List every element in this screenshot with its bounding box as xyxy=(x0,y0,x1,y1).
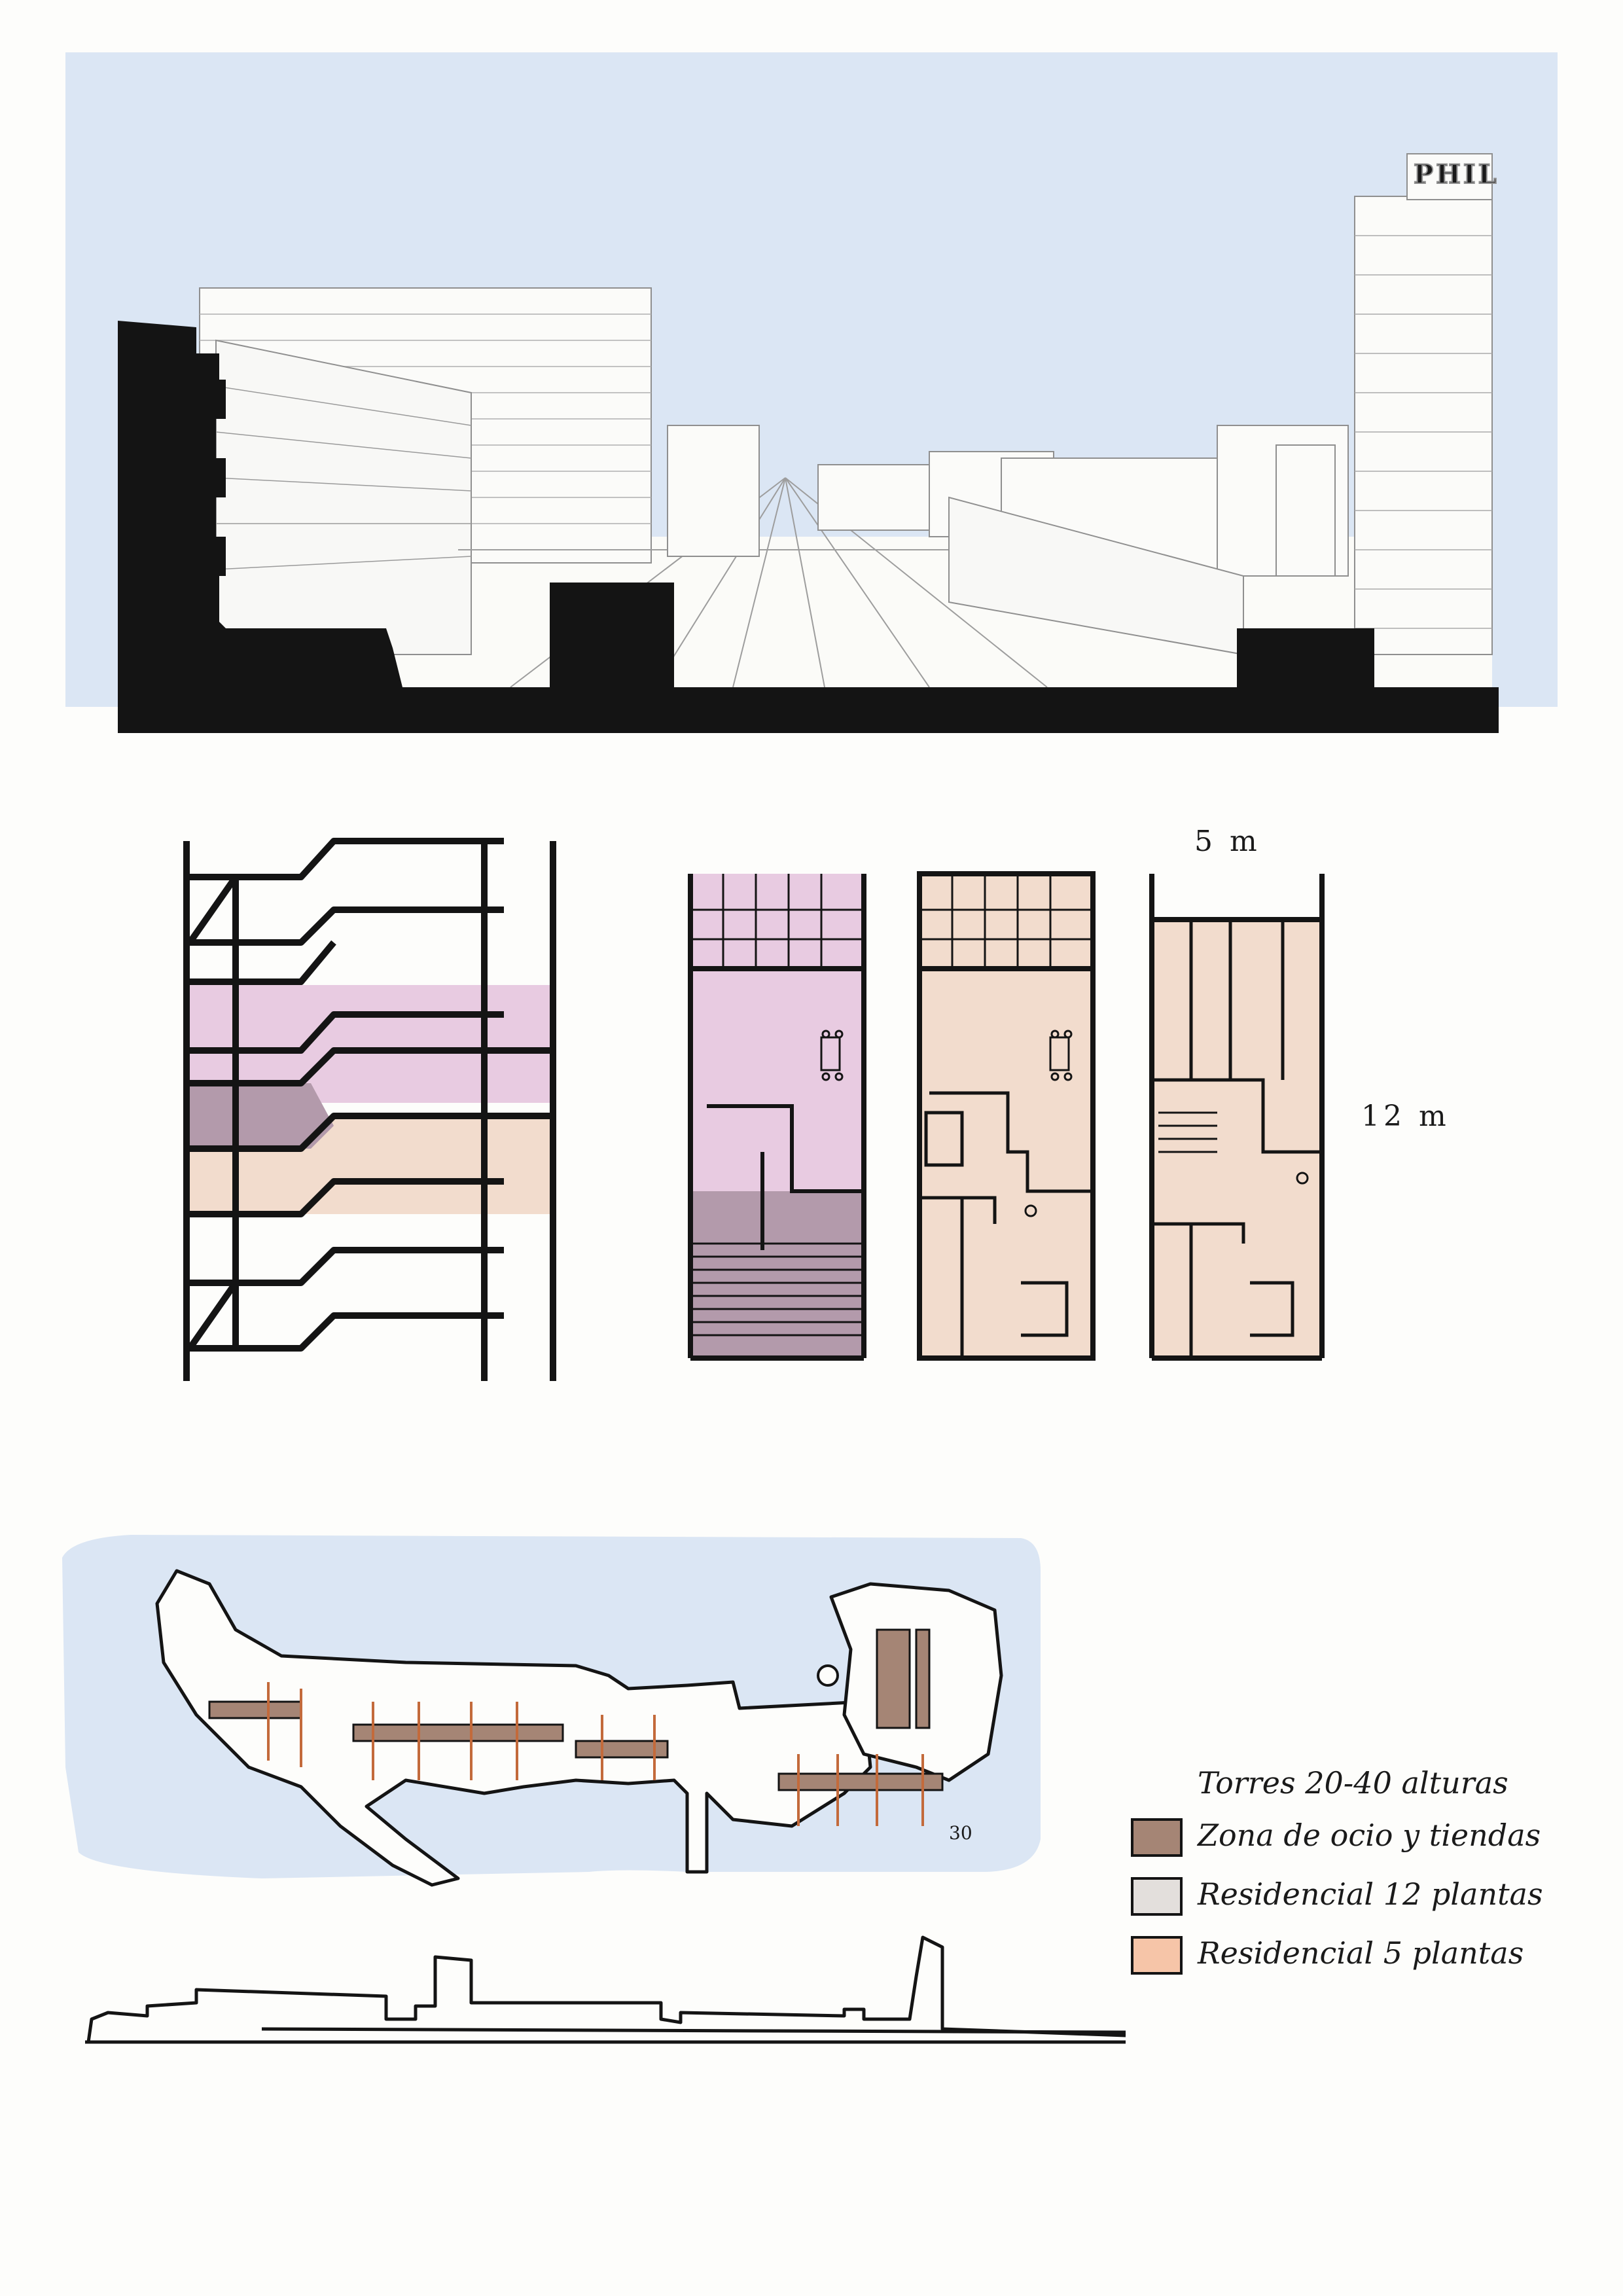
right-tower: PHIL xyxy=(1354,153,1499,655)
unit-plan-2 xyxy=(917,871,1096,1361)
legend-swatch-leisure xyxy=(1131,1818,1183,1857)
legend-item-res12: Residencial 12 plantas xyxy=(1197,1876,1543,1912)
leisure-zones xyxy=(208,1628,944,1791)
plot-number: 30 xyxy=(949,1822,972,1844)
unit-plan-3 xyxy=(1149,874,1325,1361)
legend-item-res5: Residencial 5 plantas xyxy=(1197,1935,1524,1971)
legend: Torres 20-40 alturas Zona de ocio y tien… xyxy=(1131,1765,1543,1975)
skyline-elevation xyxy=(85,1935,1126,2044)
section-cut xyxy=(118,321,1499,733)
unit-plan-1 xyxy=(688,874,866,1361)
width-dimension-label: 5 m xyxy=(1194,825,1261,858)
mauve-wedge xyxy=(190,1083,334,1149)
legend-item-towers: Torres 20-40 alturas xyxy=(1198,1765,1508,1801)
left-receding-block xyxy=(215,339,472,655)
corridor-section-diagram xyxy=(183,838,556,1381)
street-perspective: PHIL xyxy=(65,52,1558,733)
legend-swatch-res12 xyxy=(1131,1877,1183,1916)
tower-sign: PHIL xyxy=(1414,159,1499,190)
legend-swatch-res5 xyxy=(1131,1936,1183,1975)
legend-item-leisure: Zona de ocio y tiendas xyxy=(1196,1818,1541,1853)
plans-section: 5 m 12 m xyxy=(183,825,1450,1381)
height-dimension-label: 12 m xyxy=(1361,1100,1450,1133)
site-plan: 30 xyxy=(62,1535,1041,1887)
residential-piers xyxy=(267,1682,924,1826)
